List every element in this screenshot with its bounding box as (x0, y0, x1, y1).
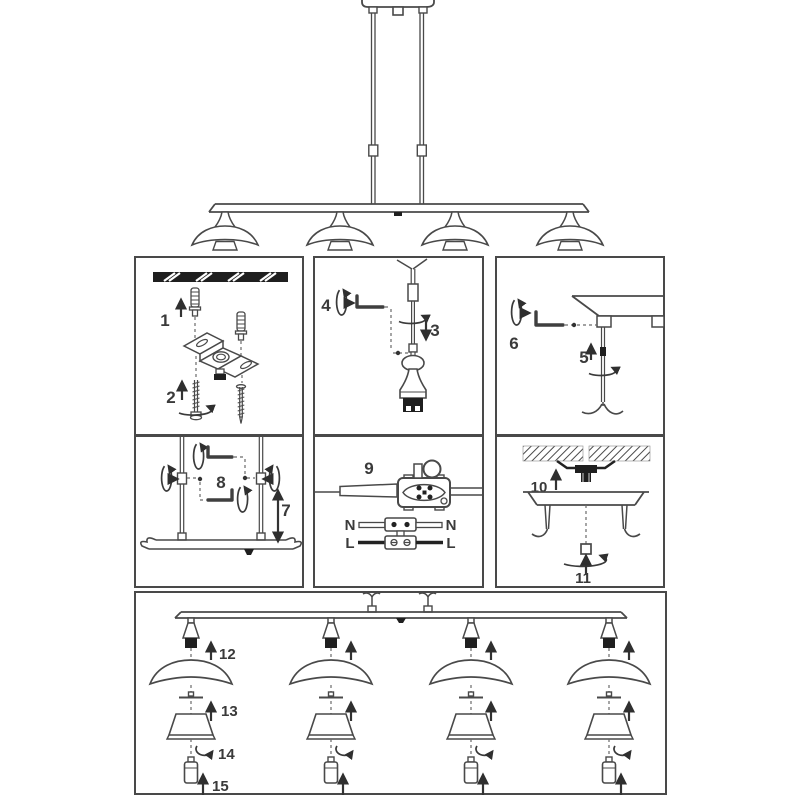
lamp-socket (399, 343, 427, 412)
rotation-arrow-icon (160, 464, 177, 492)
step-5-label: 5 (579, 348, 588, 367)
rotation-arrow-icon (264, 464, 281, 492)
step-8-label: 8 (216, 473, 225, 492)
step-2-label: 2 (166, 388, 175, 407)
shade-assembly (290, 618, 372, 795)
rod-connector (255, 472, 267, 485)
terminal-block (315, 459, 482, 511)
rotation-arrow-icon (192, 442, 209, 470)
rod-stubs (362, 592, 437, 613)
step-13-label: 13 (221, 703, 238, 720)
rotation-arrow-icon (588, 366, 621, 377)
lamp-shades (191, 211, 604, 251)
rod-connector (368, 144, 379, 157)
assembled-lamp-overview (191, 0, 604, 251)
wire-hook (581, 403, 624, 415)
ceiling-hatch-icon (522, 445, 651, 462)
square-nut (580, 543, 592, 555)
step-10-label: 10 (531, 479, 548, 496)
horizontal-bar (174, 611, 628, 623)
wire-hook (531, 528, 641, 538)
panel-steps-10-11: 10 11 (495, 435, 665, 588)
step-15-label: 15 (212, 778, 229, 795)
mounting-bracket (556, 459, 616, 482)
allen-key-icon (534, 310, 565, 327)
suspension-rod (407, 269, 419, 344)
rod-connector (176, 472, 188, 485)
horizontal-bar (140, 537, 302, 555)
step-1-label: 1 (160, 311, 169, 330)
shade-assembly (150, 618, 232, 795)
rotation-arrow-icon (335, 288, 352, 316)
set-screw-dot (197, 476, 203, 482)
step-7-label: 7 (281, 501, 290, 520)
rotation-arrow-icon (178, 404, 216, 416)
set-screw-dot (571, 322, 577, 328)
panel-step-9-wiring: 9 N N L (313, 435, 484, 588)
ceiling-canopy (523, 491, 649, 538)
step-11-label: 11 (575, 570, 591, 587)
rotation-arrow-icon (236, 485, 253, 513)
panel-steps-7-8: 8 7 (134, 435, 304, 588)
panel-steps-5-6: 5 6 (495, 256, 665, 436)
shade-assembly (568, 618, 650, 795)
rod-connector (416, 144, 427, 157)
live-label-right: L (446, 535, 455, 552)
cord-sleeve (339, 483, 398, 498)
neutral-label-left: N (345, 517, 356, 534)
mounting-bracket (182, 332, 260, 380)
neutral-wire (358, 521, 386, 529)
step-14-label: 14 (218, 746, 235, 763)
allen-key-icon (206, 445, 234, 459)
ceiling-canopy (571, 295, 665, 328)
canopy-tab (392, 6, 404, 16)
neutral-label-right: N (446, 517, 457, 534)
panel-steps-12-15: 12 13 14 15 (134, 591, 667, 795)
step-9-label: 9 (364, 459, 373, 478)
rod-break-mark (396, 258, 428, 270)
shade-assembly (430, 618, 512, 795)
rotation-arrow-icon (563, 553, 609, 568)
allen-key-icon (206, 488, 234, 502)
live-label-left: L (345, 535, 354, 552)
mounting-screw (189, 380, 203, 421)
set-screw-dot (242, 475, 248, 481)
step-3-label: 3 (430, 321, 439, 340)
set-screw-dot (395, 350, 401, 356)
allen-key-icon (355, 294, 385, 309)
step-12-label: 12 (219, 646, 236, 663)
mounting-screw (235, 384, 247, 424)
wall-anchor-icon (234, 311, 248, 341)
rotation-arrow-icon (510, 298, 527, 326)
rotation-arrow-icon (398, 314, 431, 325)
horizontal-bar (208, 203, 590, 216)
step-6-label: 6 (509, 334, 518, 353)
step-4-label: 4 (321, 296, 331, 315)
suspension-rods (368, 13, 427, 204)
panel-steps-1-2: 1 2 (134, 256, 304, 436)
panel-steps-3-4: 3 4 (313, 256, 484, 436)
wiring-diagram: N N L L (345, 517, 457, 552)
wall-anchor-icon (188, 287, 202, 317)
ceiling-bar (153, 272, 288, 282)
suspension-rod (581, 327, 624, 415)
hanging-ring (422, 459, 442, 479)
ceiling-canopy (361, 0, 435, 16)
